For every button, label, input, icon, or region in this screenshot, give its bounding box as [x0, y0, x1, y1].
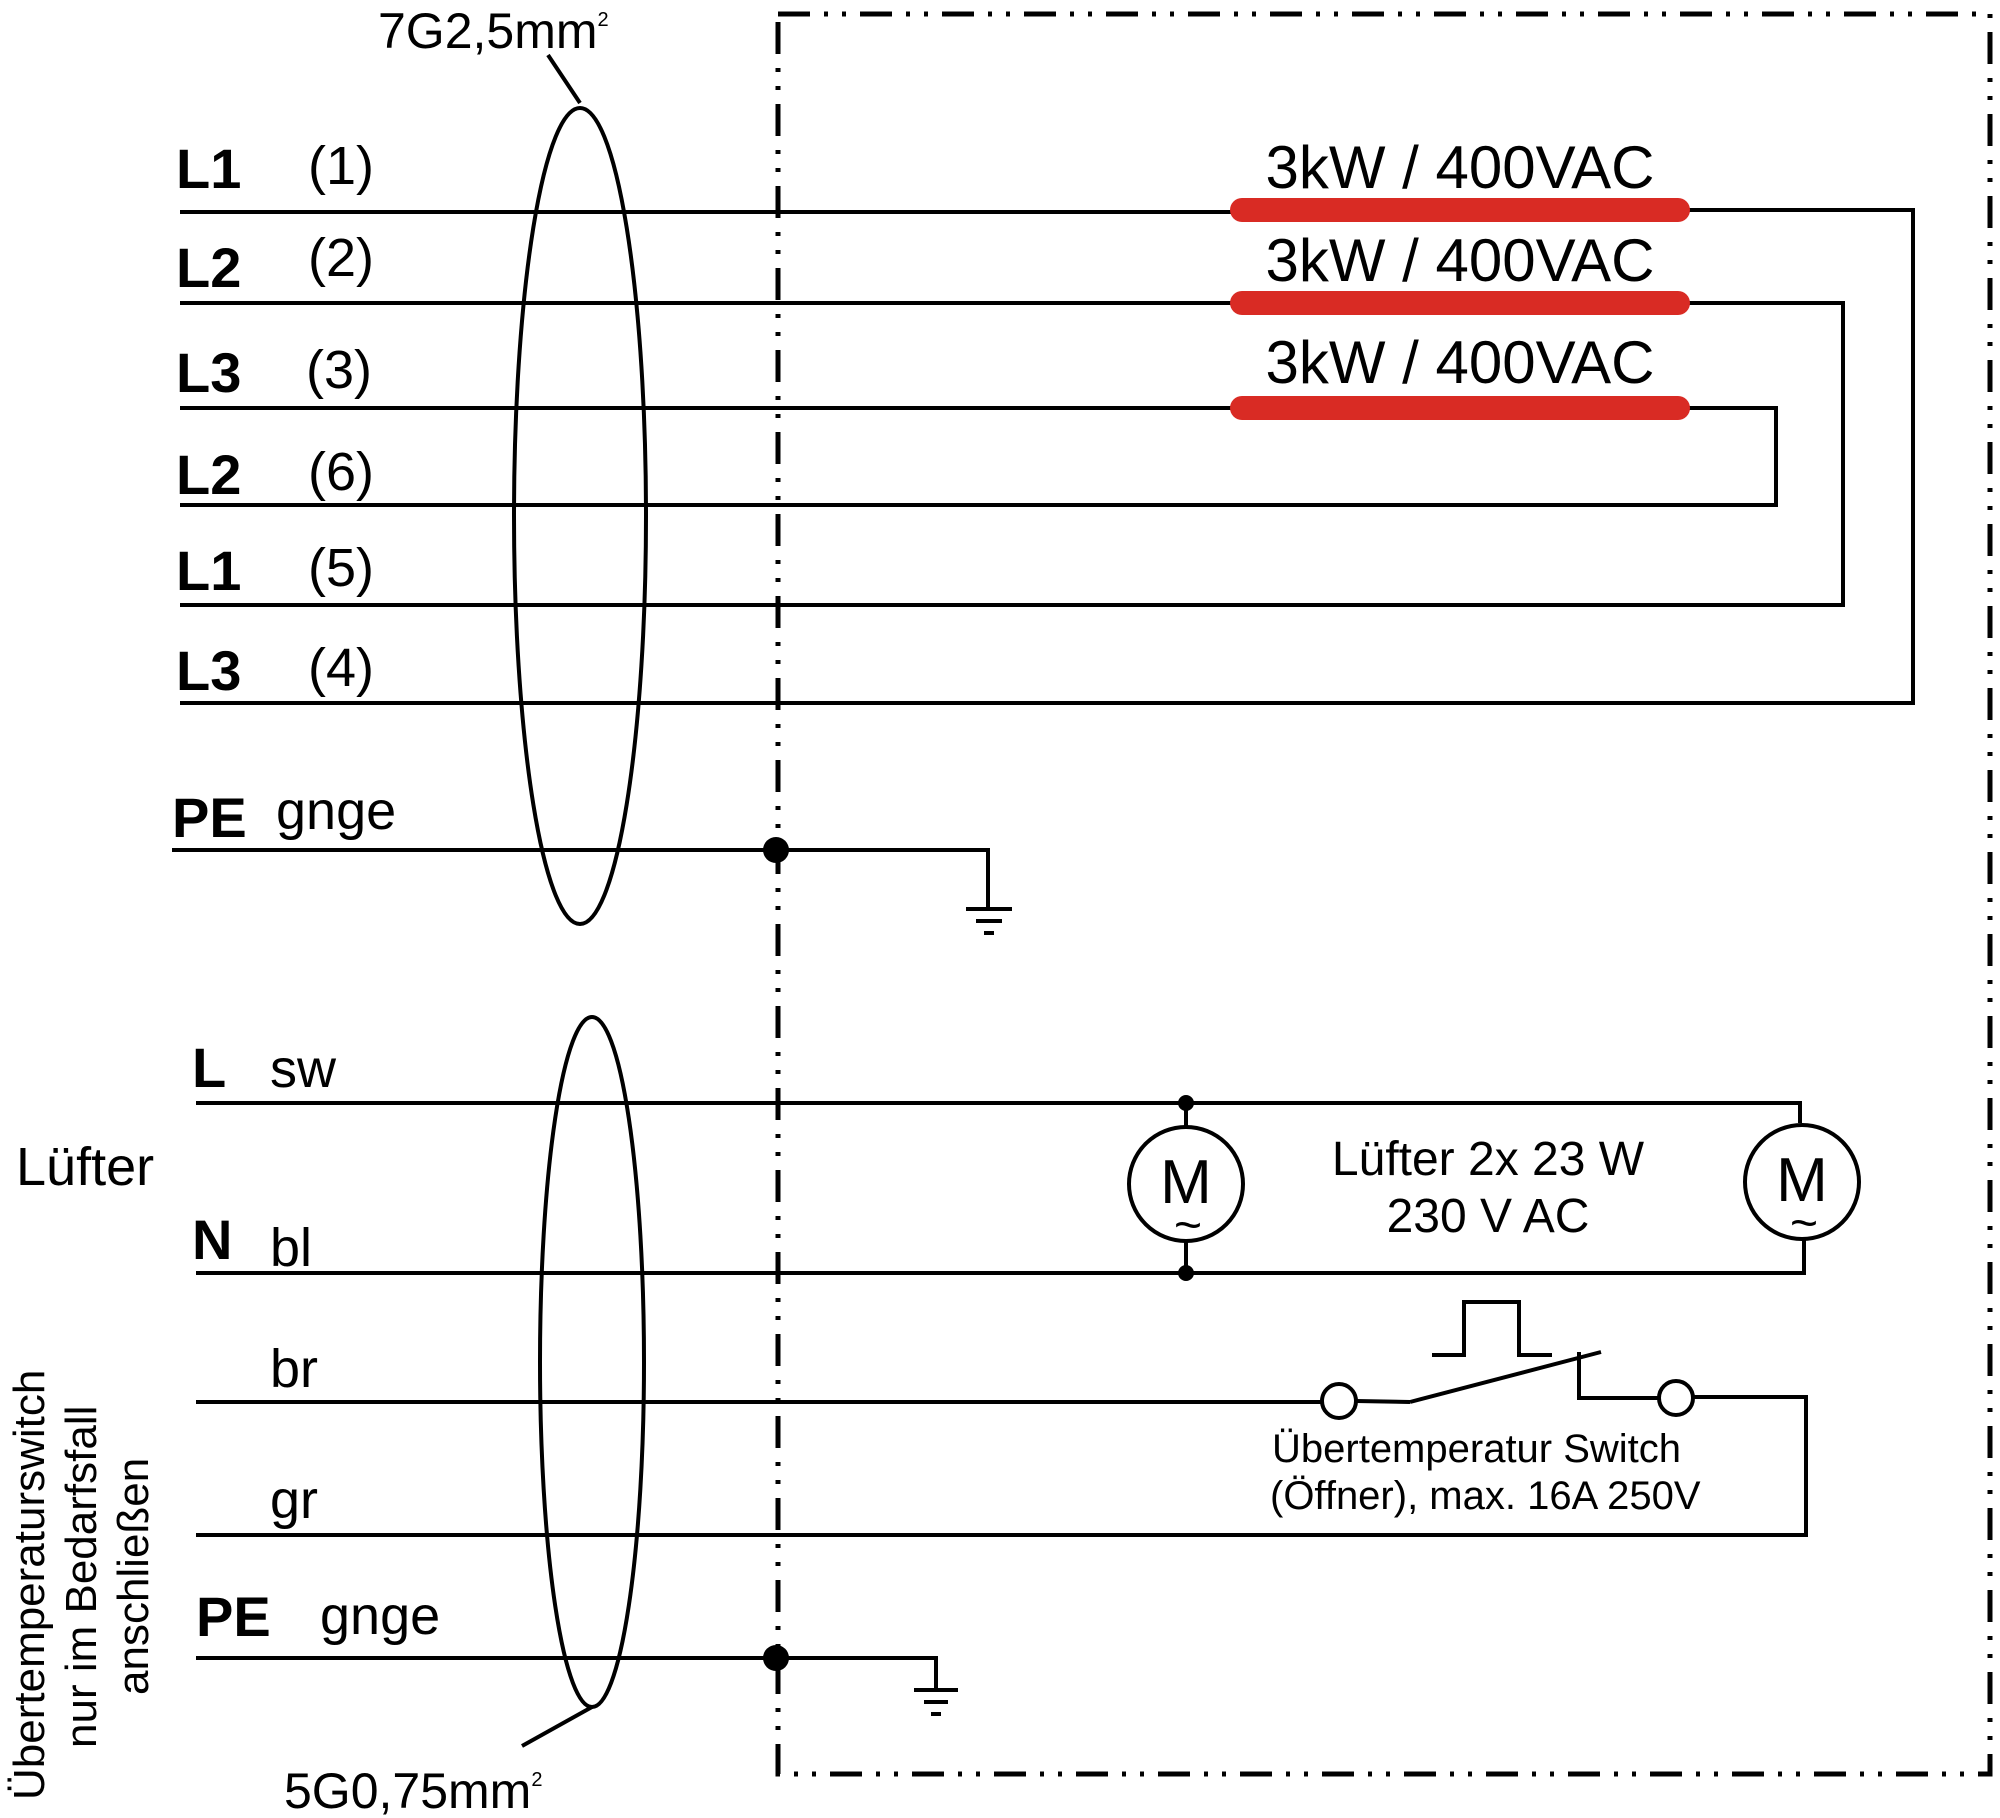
ground-icon	[914, 1688, 958, 1716]
heater-label-2: 3kW / 400VAC	[1265, 227, 1654, 294]
pe-color-top: gnge	[276, 781, 396, 841]
pe-color-bottom: gnge	[320, 1586, 440, 1646]
pe-label-bottom: PE	[196, 1585, 271, 1648]
fan-L-color: sw	[270, 1039, 337, 1099]
switch-note: Übertemperaturswitch nur im Bedarfsfall …	[5, 1370, 158, 1800]
svg-text:M: M	[1160, 1148, 1212, 1217]
motor-icon: M ~	[1743, 1123, 1861, 1250]
phase-label-row5: L1	[176, 539, 241, 602]
phase-label-row2: L2	[176, 236, 241, 299]
cable-bundle-top	[512, 106, 648, 926]
fan-spec-line2: 230 V AC	[1387, 1190, 1590, 1243]
switch-br-color: br	[270, 1339, 318, 1399]
thermal-switch-icon	[1320, 1300, 1695, 1420]
ground-icon	[966, 907, 1012, 935]
heater-label-3: 3kW / 400VAC	[1265, 329, 1654, 396]
terminal-label-row3: (3)	[306, 340, 372, 400]
terminal-label-row1: (1)	[308, 136, 374, 196]
svg-text:M: M	[1776, 1146, 1828, 1215]
switch-label-line1: Übertemperatur Switch	[1272, 1427, 1681, 1471]
wire-pe-bottom	[196, 1656, 938, 1688]
heater-wiring: 3kW / 400VAC 3kW / 400VAC 3kW / 400VAC L…	[172, 3, 1915, 935]
cable-leader-top	[546, 53, 582, 105]
fan-wiring: M ~ M ~ Lüfter 2x 23 W 230 V AC L sw N b…	[5, 1015, 1861, 1818]
pe-label-top: PE	[172, 786, 247, 849]
fan-N-name: N	[192, 1208, 232, 1271]
pe-junction-top	[763, 837, 789, 863]
fan-L-name: L	[192, 1036, 226, 1099]
wire-L1-5	[180, 301, 1845, 607]
cable-spec-top: 7G2,5mm2	[378, 3, 609, 59]
svg-text:~: ~	[1790, 1197, 1818, 1250]
phase-label-row4: L2	[176, 443, 241, 506]
fan-junction-N	[1178, 1265, 1194, 1281]
svg-text:~: ~	[1174, 1199, 1202, 1252]
switch-gr-color: gr	[270, 1470, 318, 1530]
fan-junction-L	[1178, 1095, 1194, 1111]
fan-N-color: bl	[270, 1218, 312, 1278]
phase-label-row6: L3	[176, 639, 241, 702]
cable-bundle-bottom	[538, 1015, 646, 1709]
wire-L3-4	[180, 208, 1915, 705]
wire-fan-L	[196, 1101, 1802, 1123]
terminal-label-row6: (4)	[308, 638, 374, 698]
fan-group-label: Lüfter	[16, 1137, 154, 1197]
svg-text:Übertemperaturswitch: Übertemperaturswitch	[5, 1370, 54, 1800]
terminal-label-row4: (6)	[308, 442, 374, 502]
phase-label-row3: L3	[176, 341, 241, 404]
svg-text:anschließen: anschließen	[109, 1458, 158, 1695]
terminal-label-row2: (2)	[308, 228, 374, 288]
cable-spec-bottom: 5G0,75mm2	[284, 1763, 542, 1818]
wire-switch-gr	[196, 1395, 1808, 1537]
switch-label-line2: (Öffner), max. 16A 250V	[1270, 1474, 1701, 1518]
fan-spec-line1: Lüfter 2x 23 W	[1332, 1133, 1645, 1186]
cable-leader-bottom	[521, 1705, 593, 1748]
heater-label-1: 3kW / 400VAC	[1265, 134, 1654, 201]
phase-label-row1: L1	[176, 137, 241, 200]
svg-text:nur im Bedarfsfall: nur im Bedarfsfall	[57, 1406, 106, 1748]
wire-pe-top	[172, 848, 990, 907]
motor-icon: M ~	[1127, 1125, 1245, 1252]
terminal-label-row5: (5)	[308, 538, 374, 598]
wire-L2-6	[180, 406, 1778, 507]
pe-junction-bottom	[763, 1645, 789, 1671]
device-boundary	[775, 11, 1993, 1777]
